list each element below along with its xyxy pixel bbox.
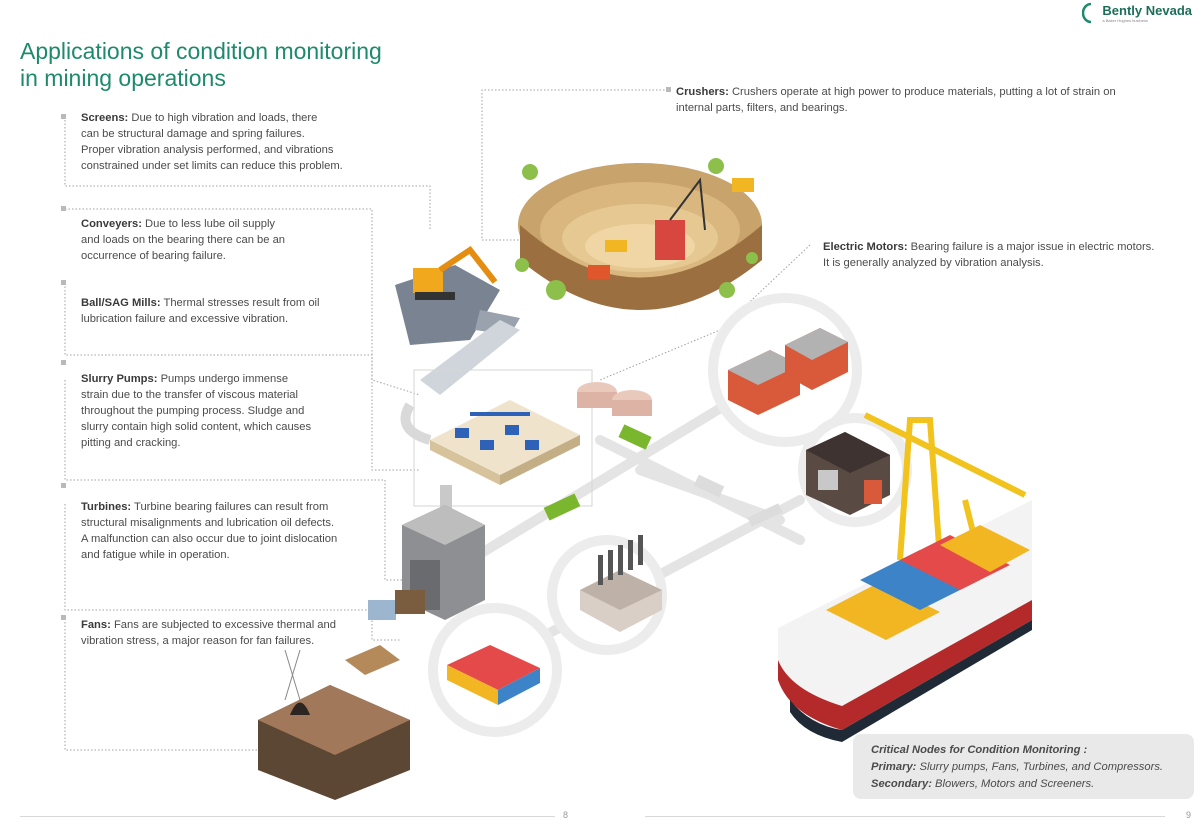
fans-label: Fans: [81,619,111,631]
screens-bullet [61,114,66,119]
fans-bullet [61,615,66,620]
screens-line-3: Proper vibration analysis performed, and… [81,144,334,156]
turbines-line-4: and fatigue while in operation. [81,549,230,561]
footer-rule-right [645,816,1165,817]
pumps-line-2: strain due to the transfer of viscous ma… [81,389,299,401]
page-title-line-1: Applications of condition monitoring [20,38,382,64]
motors-label: Electric Motors: [823,241,908,253]
page-title-line-2: in mining operations [20,65,226,91]
turbines-line-1: Turbine bearing failures can result from [134,501,329,513]
pumps-line-5: pitting and cracking. [81,437,181,449]
item-electric-motors: Electric Motors: Bearing failure is a ma… [823,239,1154,271]
footer-rule-left [20,816,555,817]
mills-line-1: Thermal stresses result from oil [163,297,320,309]
mills-label: Ball/SAG Mills: [81,297,161,309]
conveyers-line-1: Due to less lube oil supply [145,218,276,230]
conveyers-line-2: and loads on the bearing there can be an [81,234,286,246]
callout-heading: Critical Nodes for Condition Monitoring … [871,744,1088,756]
cargo-ship [778,500,1032,742]
page-number-right: 9 [1186,810,1192,820]
underground-mine [258,649,410,800]
pumps-line-3: throughout the pumping process. Sludge a… [81,405,305,417]
page-number-left: 8 [563,810,569,820]
fans-line-2: vibration stress, a major reason for fan… [81,635,315,647]
container-stack [447,645,540,705]
conveyers-label: Conveyers: [81,218,142,230]
conveyers-line-3: occurrence of bearing failure. [81,250,226,262]
fans-line-1: Fans are subjected to excessive thermal … [113,619,336,631]
pumps-label: Slurry Pumps: [81,373,158,385]
power-building [806,432,890,515]
trucks [543,424,783,527]
turbines-bullet [61,483,66,488]
mills-bullet [61,280,66,285]
item-screens: Screens: Due to high vibration and loads… [81,110,343,174]
open-pit-mine [515,158,762,310]
factory [580,535,662,632]
brand-name: Bently Nevada [1102,2,1192,18]
brand-subtitle: a Baker Hughes business [1102,17,1148,23]
item-fans: Fans: Fans are subjected to excessive th… [81,617,336,649]
crushers-line-1: Crushers operate at high power to produc… [731,86,1116,98]
item-crushers: Crushers: Crushers operate at high power… [676,84,1116,116]
motors-line-2: It is generally analyzed by vibration an… [823,257,1044,269]
pumps-bullet [61,360,66,365]
crushers-label: Crushers: [676,86,729,98]
processing-plant [413,369,652,507]
critical-nodes-callout: Critical Nodes for Condition Monitoring … [853,734,1194,799]
pumps-line-4: slurry contain high solid content, which… [81,421,312,433]
turbines-line-2: structural misalignments and lubrication… [81,517,335,529]
turbines-label: Turbines: [81,501,132,513]
fan-station [345,590,425,675]
excavator [395,245,520,345]
screens-line-2: can be structural damage and spring fail… [81,128,305,140]
item-conveyers: Conveyers: Due to less lube oil supply a… [81,216,285,264]
mills-line-2: lubrication failure and excessive vibrat… [81,313,289,325]
crushers-bullet [666,87,671,92]
primary-text: Slurry pumps, Fans, Turbines, and Compre… [919,761,1164,773]
motors-line-1: Bearing failure is a major issue in elec… [910,241,1155,253]
warehouses [728,328,848,415]
secondary-text: Blowers, Motors and Screeners. [935,778,1095,790]
screens-label: Screens: [81,112,129,124]
item-turbines: Turbines: Turbine bearing failures can r… [81,499,337,563]
conveyor [400,320,520,445]
turbines-line-3: A malfunction can also occur due to join… [81,533,338,545]
pumps-line-1: Pumps undergo immense [160,373,289,385]
screens-line-4: constrained under set limits can reduce … [81,160,343,172]
bently-nevada-logo-icon [1082,2,1092,24]
secondary-label: Secondary: [871,778,932,790]
page-title: Applications of condition monitoring in … [20,38,382,92]
item-slurry-pumps: Slurry Pumps: Pumps undergo immense stra… [81,371,311,451]
primary-label: Primary: [871,761,917,773]
crushers-line-2: internal parts, filters, and bearings. [676,102,848,114]
conveyers-bullet [61,206,66,211]
item-mills: Ball/SAG Mills: Thermal stresses result … [81,295,320,327]
brand-logo: Bently Nevada a Baker Hughes business [1082,2,1192,24]
screens-line-1: Due to high vibration and loads, there [131,112,318,124]
